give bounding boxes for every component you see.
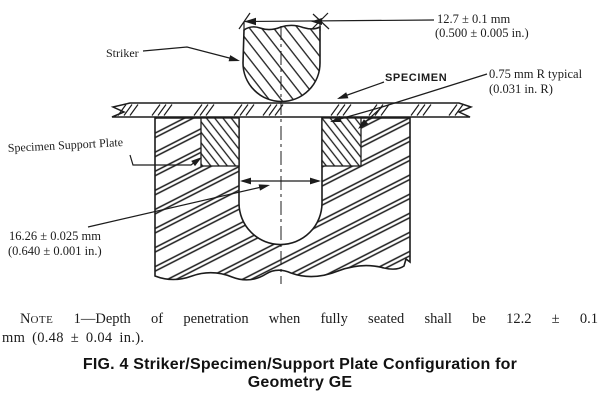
dim-slot-width-mm: 16.26 ± 0.025 mm [9,229,101,243]
anvil-block [154,117,411,281]
dim-striker-width-mm: 12.7 ± 0.1 mm [437,12,510,26]
dim-radius-in: (0.031 in. R) [489,82,553,96]
figure-caption-line2: Geometry GE [247,374,353,391]
dimension-slot-width [240,177,321,185]
note-body: 1—Depth of penetration when fully seated… [53,311,598,327]
note-label-initial: N [20,311,31,327]
dim-slot-width-in: (0.640 ± 0.001 in.) [8,244,102,258]
striker-label: Striker [106,46,139,60]
specimen-label: SPECIMEN [385,72,447,84]
note-text-line2: mm (0.48 ± 0.04 in.). [2,330,145,346]
technical-figure: Striker SPECIMEN Specimen Support Plate … [7,12,583,284]
figure-caption-line1: FIG. 4 Striker/Specimen/Support Plate Co… [82,356,518,373]
leader-specimen [337,81,385,99]
leader-radius [330,73,488,129]
support-plate-right-section [321,117,362,167]
leader-striker [142,46,240,62]
dim-radius-mm: 0.75 mm R typical [489,67,583,81]
support-plate-label: Specimen Support Plate [7,135,123,155]
specimen-plate-hatch [117,104,464,116]
leader-support-plate [129,154,202,167]
leader-slot-width [87,184,270,228]
note-text-line1: NOTE 1—Depth of penetration when fully s… [20,311,598,328]
support-plate-left-section [200,117,240,167]
dimension-striker-width [238,12,435,31]
dim-striker-width-in: (0.500 ± 0.005 in.) [435,26,529,40]
note-label-smallcaps: OTE [30,314,54,326]
